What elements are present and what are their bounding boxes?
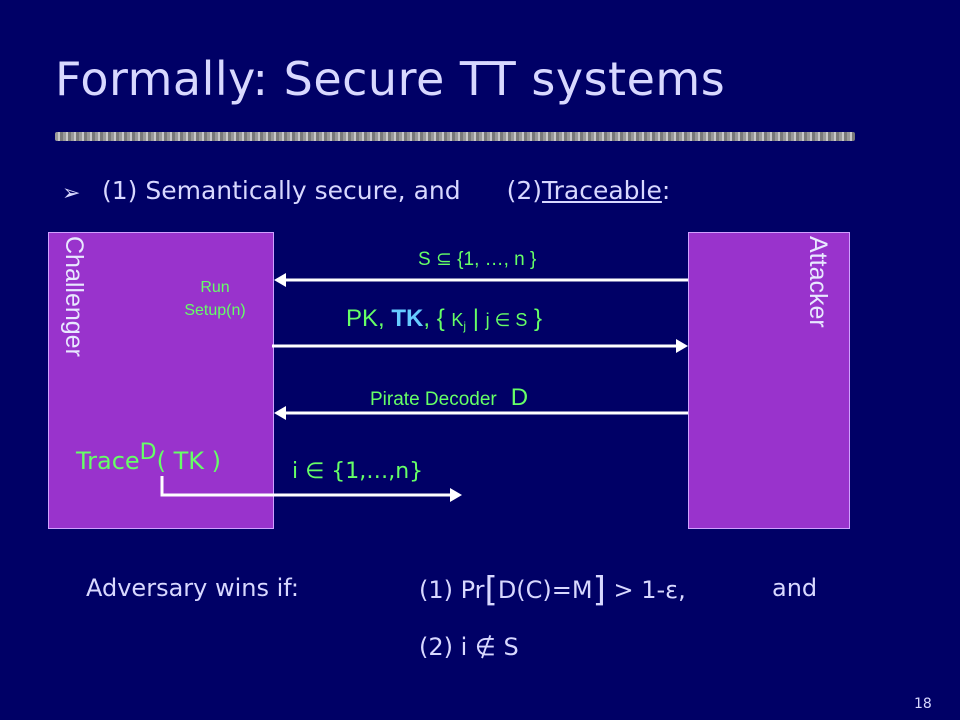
wins-cond1-rbracket: ] (592, 570, 606, 610)
arrow-index-line (160, 476, 452, 497)
msg-keys-close: } (527, 305, 543, 332)
wins-cond1-inner: D(C)=M (497, 576, 593, 604)
wins-condition-1: (1) Pr[D(C)=M] > 1-ε, (419, 570, 686, 610)
wins-cond1-prefix: (1) Pr (419, 576, 485, 604)
attacker-label: Attacker (804, 236, 832, 328)
wins-cond1-suffix: > 1-ε, (605, 576, 686, 604)
msg-keys-pk: PK, (346, 305, 392, 332)
wins-condition-2: (2) i ∉ S (419, 633, 519, 661)
arrow-pirate-head (274, 406, 286, 420)
bullet-arrow-icon: ➢ (62, 181, 81, 206)
slide-title: Formally: Secure TT systems (55, 52, 726, 106)
msg-pirate: Pirate Decoder D (370, 384, 528, 412)
wins-label: Adversary wins if: (86, 574, 299, 602)
msg-keys-member: j ∈ S (485, 310, 528, 330)
trace-sup: D (139, 440, 157, 465)
attacker-box (688, 232, 850, 529)
msg-index: i ∈ {1,…,n} (292, 459, 424, 484)
wins-and: and (772, 574, 818, 602)
msg-keys-j: j (463, 319, 467, 333)
run-setup-line1: Run (200, 279, 230, 296)
trace-text: Trace (76, 447, 140, 475)
msg-pirate-text: Pirate Decoder (370, 389, 497, 410)
msg-keys-bar: | (466, 305, 486, 332)
msg-keys: PK, TK, { Kj | j ∈ S } (346, 305, 542, 333)
msg-keys-k: K (451, 310, 464, 330)
trace-call: TraceD( TK ) (76, 440, 221, 475)
msg-keys-open: { (436, 305, 452, 332)
msg-keys-tk: TK (391, 305, 424, 332)
condition-semantic: (1) Semantically secure, and (102, 176, 461, 205)
run-setup-label: Run Setup(n) (160, 276, 270, 322)
challenger-label: Challenger (60, 236, 88, 357)
arrow-subset-head (274, 273, 286, 287)
trace-args: ( TK ) (156, 447, 222, 475)
msg-subset: S ⊆ {1, …, n } (418, 249, 537, 270)
msg-pirate-d: D (510, 384, 529, 411)
title-divider (55, 132, 855, 141)
security-conditions: (1) Semantically secure, and (2) Traceabl… (102, 176, 670, 205)
run-setup-line2: Setup(n) (184, 302, 246, 319)
page-number: 18 (914, 696, 932, 712)
arrow-keys-head (676, 339, 688, 353)
condition-traceable-prefix: (2) (506, 176, 543, 205)
condition-traceable-suffix: : (661, 176, 671, 205)
wins-cond1-lbracket: [ (484, 570, 498, 610)
msg-keys-comma: , (423, 305, 437, 332)
arrow-index-head (450, 488, 462, 502)
traceable-link[interactable]: Traceable (542, 176, 662, 205)
